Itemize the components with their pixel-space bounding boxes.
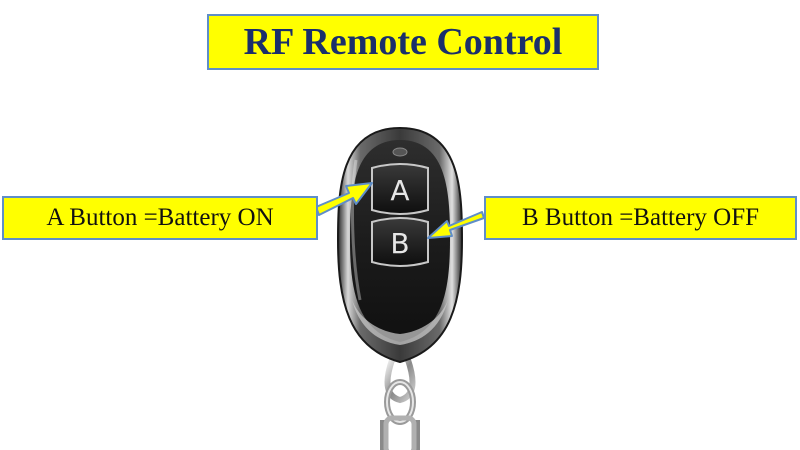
arrow-to-a — [315, 182, 373, 216]
remote-button-b: B — [371, 217, 429, 267]
remote-body — [336, 126, 464, 364]
button-b-letter: B — [390, 227, 409, 260]
label-a-button: A Button =Battery ON — [2, 196, 318, 240]
key-ring — [380, 359, 420, 450]
page-title: RF Remote Control — [207, 14, 599, 70]
remote-button-a: A — [371, 163, 429, 215]
button-a-letter: A — [390, 174, 409, 207]
label-b-button: B Button =Battery OFF — [484, 196, 797, 240]
arrow-to-b — [427, 211, 485, 239]
